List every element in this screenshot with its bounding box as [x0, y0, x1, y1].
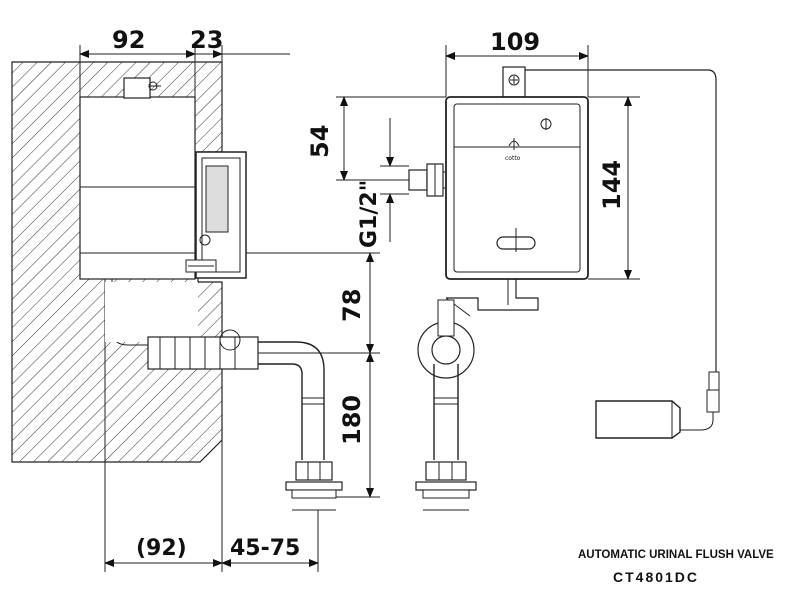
front-cable-box: [502, 66, 526, 98]
dim-109-top: 109: [490, 28, 540, 56]
dim-23-top: 23: [190, 26, 223, 54]
cable-box-left: [123, 77, 161, 99]
outlet-pipe: [258, 341, 343, 511]
dim-78: 78: [338, 289, 366, 322]
front-outlet: [415, 279, 539, 511]
dim-92-bottom: (92): [136, 536, 187, 561]
svg-text:cotto: cotto: [505, 155, 521, 162]
dim-180: 180: [338, 395, 366, 445]
wall-section: [11, 61, 223, 463]
dimension-lines: [79, 45, 640, 572]
dim-92-top: 92: [112, 26, 145, 54]
dim-54: 54: [306, 125, 334, 158]
front-valve-body: [445, 96, 589, 280]
model-number: CT4801DC: [613, 569, 699, 585]
brand-mark: cotto: [505, 155, 521, 162]
dim-45-75: 45-75: [230, 536, 300, 561]
drawing-title: AUTOMATIC URINAL FLUSH VALVE: [578, 549, 774, 561]
battery-box: [525, 69, 720, 439]
cover-plate-side: [185, 151, 247, 279]
dim-144: 144: [598, 160, 626, 210]
dim-g12: G1/2": [357, 180, 382, 248]
inlet-fitting: [408, 163, 446, 197]
